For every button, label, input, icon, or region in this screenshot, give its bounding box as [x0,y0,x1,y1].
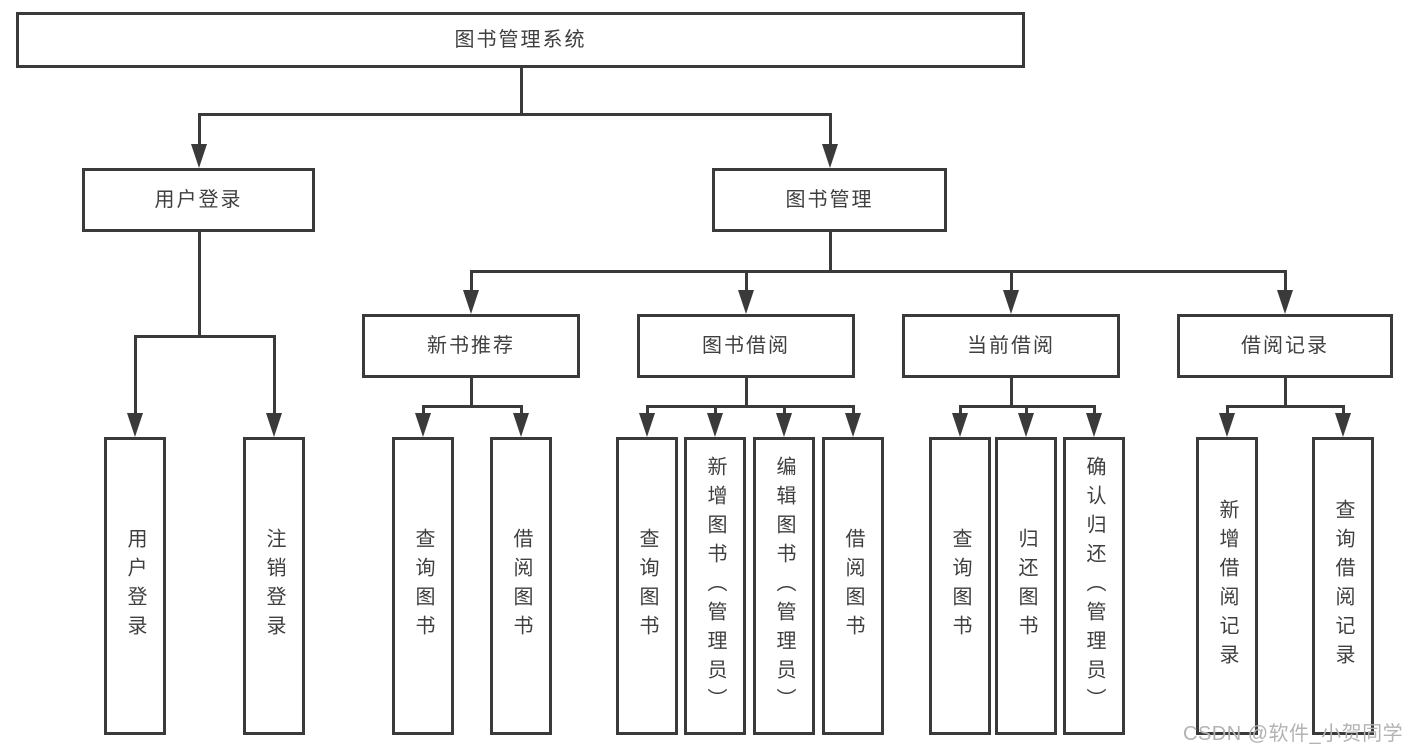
arrowhead-into-book-borrow [738,290,754,314]
connector-stem-root [520,68,523,116]
connector-drop-leaf-borrow-book-a [520,405,523,417]
connector-bar-new-book-rec [422,405,523,408]
arrowhead-into-leaf-query-borrow-record [1335,413,1351,437]
connector-bar-book-mgmt [470,270,1287,273]
node-user-login: 用户登录 [82,168,315,232]
arrowhead-into-leaf-query-book-a [415,413,431,437]
connector-stem-new-book-rec [470,378,473,408]
arrowhead-into-current-borrow [1003,290,1019,314]
connector-stem-book-borrow [745,378,748,408]
node-leaf-query-borrow-record: 查询借阅记录 [1312,437,1374,735]
node-leaf-logout: 注销登录 [243,437,305,735]
connector-drop-leaf-edit-book-admin [783,405,786,417]
connector-stem-book-mgmt [829,232,832,273]
node-root: 图书管理系统 [16,12,1025,68]
node-leaf-return-book: 归还图书 [995,437,1057,735]
node-leaf-query-book-c: 查询图书 [929,437,991,735]
arrowhead-into-leaf-borrow-book-a [513,413,529,437]
node-leaf-user-login: 用户登录 [104,437,166,735]
connector-drop-leaf-add-borrow-record [1226,405,1229,417]
connector-drop-book-borrow [745,270,748,294]
connector-drop-leaf-borrow-book-b [852,405,855,417]
connector-drop-leaf-query-book-c [959,405,962,417]
arrowhead-into-leaf-borrow-book-b [845,413,861,437]
arrowhead-into-leaf-user-login [127,413,143,437]
connector-bar-root [198,113,832,116]
arrowhead-into-leaf-add-borrow-record [1219,413,1235,437]
arrowhead-into-leaf-edit-book-admin [776,413,792,437]
arrowhead-into-book-mgmt [822,144,838,168]
arrowhead-into-leaf-return-book [1018,413,1034,437]
connector-stem-borrow-records [1284,378,1287,408]
node-new-book-rec: 新书推荐 [362,314,580,378]
node-leaf-borrow-book-a: 借阅图书 [490,437,552,735]
arrowhead-into-leaf-query-book-c [952,413,968,437]
arrowhead-into-borrow-records [1277,290,1293,314]
connector-drop-leaf-add-book-admin [714,405,717,417]
connector-stem-current-borrow [1010,378,1013,408]
connector-drop-leaf-query-borrow-record [1342,405,1345,417]
arrowhead-into-new-book-rec [463,290,479,314]
connector-drop-leaf-logout [273,335,276,417]
arrowhead-into-user-login [191,144,207,168]
connector-drop-leaf-query-book-b [646,405,649,417]
connector-drop-book-mgmt [829,113,832,148]
connector-drop-user-login [198,113,201,148]
arrowhead-into-leaf-query-book-b [639,413,655,437]
node-leaf-query-book-a: 查询图书 [392,437,454,735]
node-book-borrow: 图书借阅 [637,314,855,378]
arrowhead-into-leaf-logout [266,413,282,437]
arrowhead-into-leaf-confirm-return-admin [1086,413,1102,437]
node-leaf-confirm-return-admin: 确认归还（管理员） [1063,437,1125,735]
node-leaf-add-borrow-record: 新增借阅记录 [1196,437,1258,735]
watermark: CSDN @软件_小贺同学 [1183,723,1404,745]
connector-bar-user-login [134,335,276,338]
node-leaf-query-book-b: 查询图书 [616,437,678,735]
node-leaf-borrow-book-b: 借阅图书 [822,437,884,735]
connector-drop-leaf-confirm-return-admin [1093,405,1096,417]
node-book-mgmt: 图书管理 [712,168,947,232]
connector-drop-borrow-records [1284,270,1287,294]
node-leaf-edit-book-admin: 编辑图书（管理员） [753,437,815,735]
connector-stem-user-login [198,232,201,338]
connector-drop-new-book-rec [470,270,473,294]
connector-bar-borrow-records [1226,405,1345,408]
connector-drop-leaf-user-login [134,335,137,417]
node-borrow-records: 借阅记录 [1177,314,1393,378]
arrowhead-into-leaf-add-book-admin [707,413,723,437]
connector-drop-current-borrow [1010,270,1013,294]
connector-drop-leaf-return-book [1025,405,1028,417]
node-current-borrow: 当前借阅 [902,314,1120,378]
node-leaf-add-book-admin: 新增图书（管理员） [684,437,746,735]
connector-drop-leaf-query-book-a [422,405,425,417]
connector-bar-book-borrow [646,405,855,408]
